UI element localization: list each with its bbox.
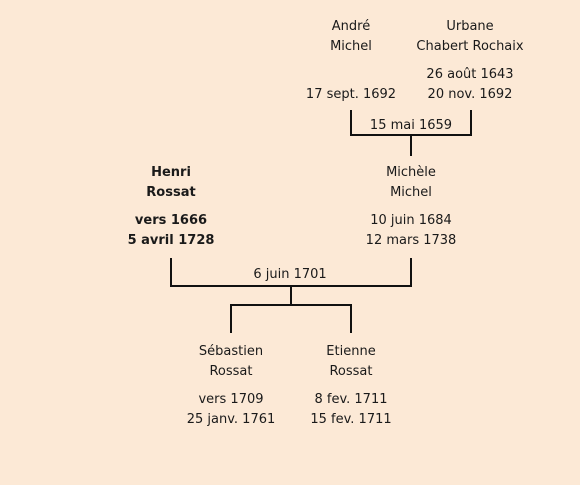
person-birth: 10 juin 1684: [370, 213, 452, 228]
marriage-date-henri-michele: 6 juin 1701: [253, 267, 327, 282]
person-first-name: Michèle: [386, 165, 436, 180]
person-birth: 26 août 1643: [426, 67, 514, 82]
person-urbane: Urbane Chabert Rochaix 26 août 1643 20 n…: [400, 17, 540, 105]
person-first-name: Sébastien: [198, 344, 264, 359]
person-first-name: Etienne: [326, 344, 376, 359]
person-first-name: André: [331, 19, 371, 34]
person-etienne: Etienne Rossat 8 fev. 1711 15 fev. 1711: [281, 342, 421, 430]
person-birth: vers 1709: [198, 392, 264, 407]
person-first-name: Urbane: [446, 19, 494, 34]
connector-children-bar: [230, 304, 352, 333]
person-henri: Henri Rossat vers 1666 5 avril 1728: [101, 163, 241, 251]
person-death: 5 avril 1728: [127, 233, 215, 248]
person-death: 12 mars 1738: [365, 233, 457, 248]
person-last-name: Rossat: [329, 364, 373, 379]
person-last-name: Rossat: [209, 364, 253, 379]
person-andre: André Michel 17 sept. 1692: [281, 17, 421, 105]
person-last-name: Chabert Rochaix: [416, 39, 524, 54]
person-last-name: Michel: [390, 185, 432, 200]
person-last-name: Rossat: [146, 185, 196, 200]
person-death: 25 janv. 1761: [186, 412, 276, 427]
person-last-name: Michel: [330, 39, 372, 54]
person-birth: 8 fev. 1711: [314, 392, 388, 407]
person-michele: Michèle Michel 10 juin 1684 12 mars 1738: [341, 163, 481, 251]
person-death: 20 nov. 1692: [427, 87, 513, 102]
person-death: 17 sept. 1692: [305, 87, 397, 102]
person-birth: vers 1666: [134, 213, 208, 228]
marriage-date-andre-urbane: 15 mai 1659: [369, 118, 453, 133]
person-sebastien: Sébastien Rossat vers 1709 25 janv. 1761: [161, 342, 301, 430]
person-first-name: Henri: [151, 165, 191, 180]
person-death: 15 fev. 1711: [310, 412, 392, 427]
